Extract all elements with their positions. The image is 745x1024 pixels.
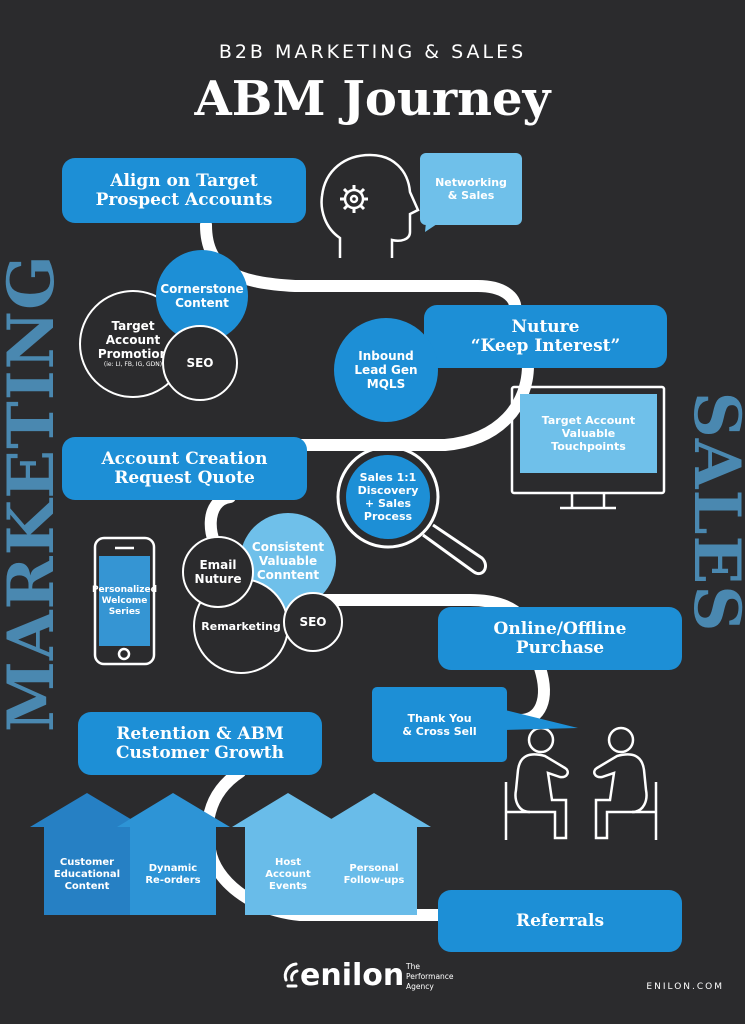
stage-retention: Retention & ABM Customer Growth (78, 712, 322, 775)
stage-account-creation: Account Creation Request Quote (62, 437, 307, 500)
stage-align-accounts: Align on Target Prospect Accounts (62, 158, 306, 223)
sales-discovery-lens: Sales 1:1 Discovery + Sales Process (346, 455, 430, 539)
stage-nurture: Nuture “Keep Interest” (424, 305, 667, 368)
arrow-dynamic-reorders: Dynamic Re-orders (145, 863, 201, 886)
thank-you-bubble: Thank You & Cross Sell (372, 687, 507, 762)
thankyou-tail (505, 710, 578, 730)
target-promotion-label: Target Account Promotion (97, 319, 169, 361)
welcome-series-screen: Personalized Welcome Series (92, 556, 157, 646)
arrow-personal-followups: Personal Follow-ups (343, 863, 405, 886)
sales-side-label: SALES (679, 391, 745, 633)
magnifier-icon (336, 445, 487, 575)
arrow-shapes (30, 793, 431, 915)
arrow-educational-content: Customer Educational Content (53, 857, 121, 892)
stage-purchase: Online/Offline Purchase (438, 607, 682, 670)
header-kicker: B2B MARKETING & SALES (218, 41, 527, 63)
meeting-people-icon (504, 726, 658, 840)
touchpoints-screen: Target Account Valuable Touchpoints (520, 394, 657, 473)
target-promotion-note: (ie: LI, FB, IG, GDN) (103, 361, 163, 368)
head-gear-icon (320, 153, 420, 258)
marketing-side-label: MARKETING (0, 254, 69, 732)
stage-referrals: Referrals (438, 890, 682, 952)
monitor-icon (510, 385, 666, 510)
inbound-lead-circle: Inbound Lead Gen MQLS (334, 318, 438, 422)
enilon-logo-icon (283, 962, 299, 988)
email-nurture-circle: Email Nuture (182, 536, 254, 608)
footer-tagline: The Performance Agency (406, 962, 454, 991)
seo-circle-1: SEO (162, 325, 238, 401)
footer-site: ENILON.COM (646, 982, 724, 992)
consistent-content-circle: Consistent Valuable Conntent (240, 513, 336, 609)
networking-bubble: Networking & Sales (420, 153, 522, 225)
seo-circle-2: SEO (283, 592, 343, 652)
arrow-host-events: Host Account Events (265, 857, 311, 892)
footer-brand: enilon (300, 958, 405, 993)
phone-icon (93, 536, 156, 666)
page-title: ABM Journey (194, 71, 551, 127)
